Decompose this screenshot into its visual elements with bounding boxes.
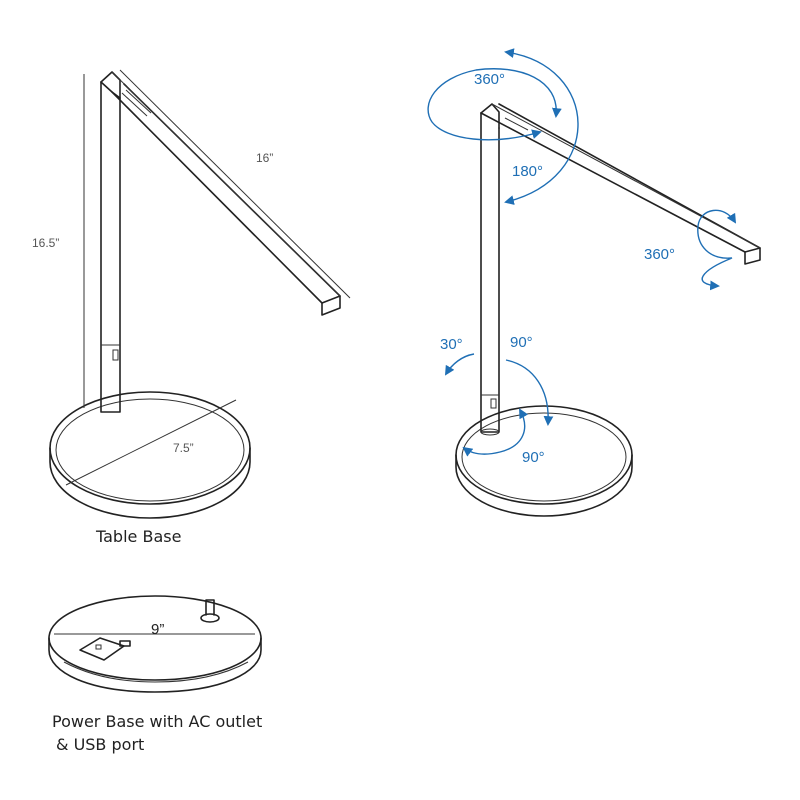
head-top-rotation-label: 360° — [474, 71, 505, 88]
power-base-caption-line2: & USB port — [56, 735, 144, 754]
head-side-rotation-label: 180° — [512, 163, 543, 180]
power-base-diameter-label: 9” — [151, 621, 164, 638]
power-base-drawing — [48, 595, 262, 693]
table-base-diameter-label: 7.5” — [173, 441, 194, 455]
ac-outlet-icon — [79, 637, 125, 661]
column-forward-tilt-label: 90° — [510, 334, 533, 351]
usb-port-icon — [119, 640, 131, 647]
table-base-caption: Table Base — [95, 527, 181, 546]
base-swivel-label: 90° — [522, 449, 545, 466]
rotation-arrows — [427, 48, 737, 457]
height-label: 16.5” — [32, 236, 59, 250]
power-base-caption-line1: Power Base with AC outlet — [52, 712, 262, 731]
rotation-lamp-drawing — [455, 103, 761, 517]
arm-tip-rotation-label: 360° — [644, 246, 675, 263]
table-base-lamp-drawing — [49, 69, 351, 519]
arm-length-label: 16” — [256, 151, 273, 165]
column-back-tilt-label: 30° — [440, 336, 463, 353]
